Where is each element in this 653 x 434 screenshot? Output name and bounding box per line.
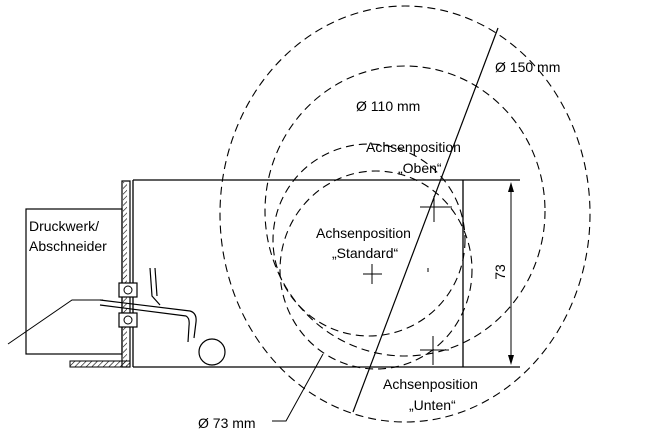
circle-d73	[279, 170, 473, 370]
wall-plate-hatch	[123, 182, 127, 366]
base-plate	[69, 360, 131, 368]
circle-position-oben	[272, 143, 466, 337]
label-unten-line1: Achsenposition	[383, 376, 478, 392]
printer-cutter-box	[25, 208, 123, 355]
leader-d73	[272, 353, 324, 422]
dimension-arrow-top	[508, 182, 514, 192]
axis-cross-standard	[363, 264, 382, 284]
axis-cross-oben	[420, 196, 452, 222]
paper-guide-inner	[99, 304, 190, 343]
label-standard-line1: Achsenposition	[316, 225, 411, 241]
bolt-upper-head	[123, 285, 133, 295]
label-oben-line1: Achsenposition	[366, 139, 461, 155]
bolt-lower-head	[123, 315, 133, 325]
dimension-73-label: 73	[492, 264, 508, 280]
paper-feed-line	[7, 299, 103, 345]
axis-cross-unten	[420, 336, 449, 365]
label-standard-line2: „Standard“	[332, 245, 398, 261]
label-unten-line2: „Unten“	[409, 397, 456, 413]
label-d110: Ø 110 mm	[356, 98, 420, 114]
circle-d110	[264, 65, 546, 357]
circle-d150	[219, 5, 591, 423]
dimension-arrow-bottom	[508, 355, 514, 365]
label-d150: Ø 150 mm	[495, 59, 560, 75]
spring-clip	[149, 267, 161, 306]
small-roller	[198, 338, 226, 366]
label-d73: Ø 73 mm	[198, 415, 256, 431]
printer-cutter-label-2: Abschneider	[29, 238, 107, 254]
label-oben-line2: „Oben“	[398, 160, 442, 176]
diameter-diagonal	[352, 27, 499, 413]
printer-cutter-label-1: Druckwerk/	[29, 218, 99, 234]
paper-guide	[99, 299, 197, 339]
